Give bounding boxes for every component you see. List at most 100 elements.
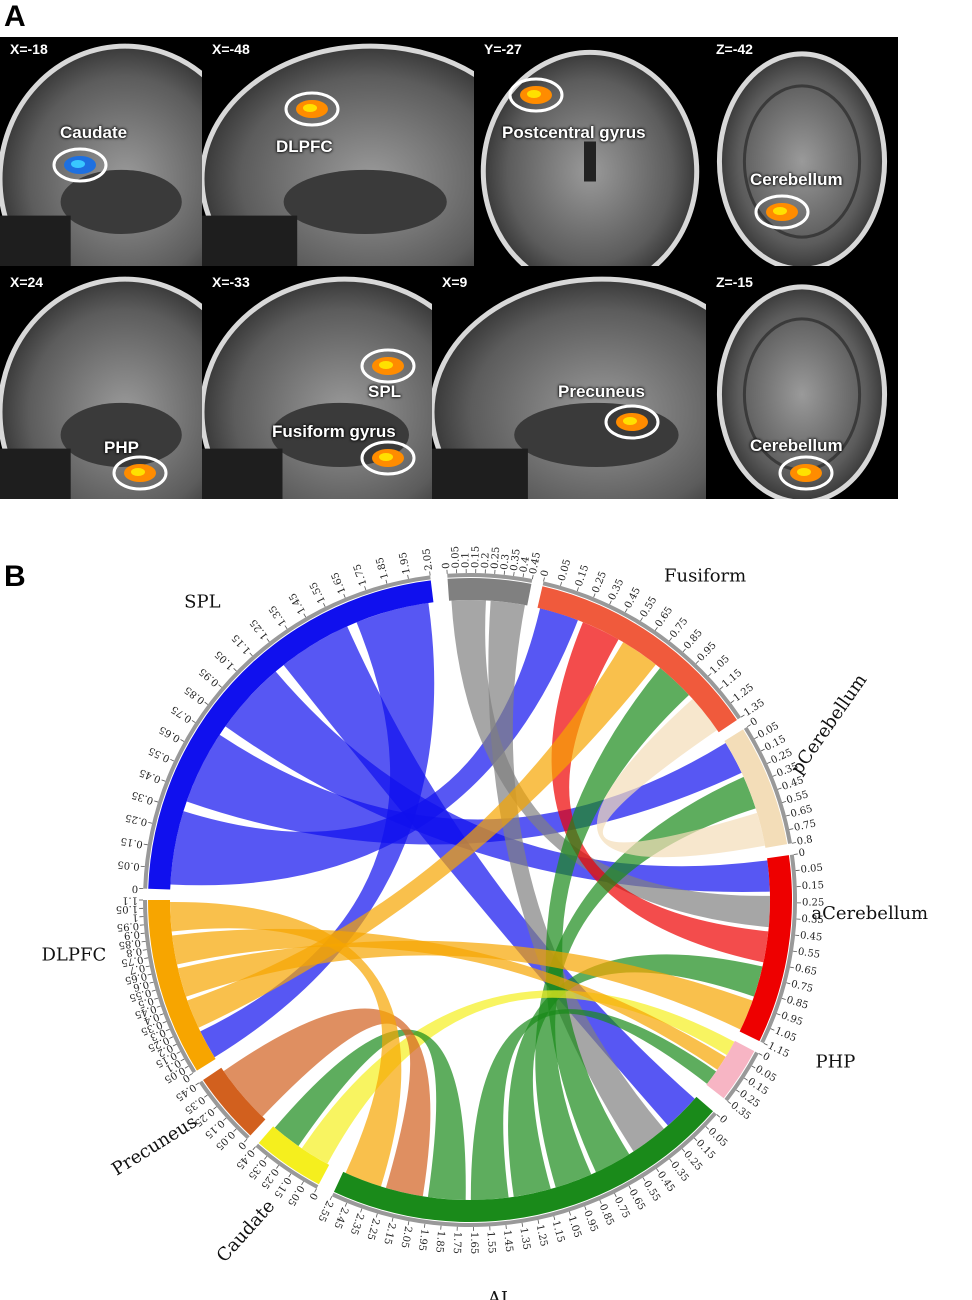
chord-ribbons xyxy=(170,600,770,1200)
tick-mark xyxy=(614,1193,617,1198)
segment-arc xyxy=(333,1096,714,1222)
chord-ribbon xyxy=(225,671,770,892)
chord-ribbon xyxy=(187,642,656,1028)
tick-mark xyxy=(642,1177,646,1182)
tick-mark xyxy=(537,1219,540,1224)
tick-label: 0.55 xyxy=(797,947,821,961)
tick-label: 1.05 xyxy=(708,653,732,676)
tick-mark xyxy=(719,686,724,690)
roi-circle xyxy=(778,455,834,491)
tick-label: 1.05 xyxy=(566,1215,583,1240)
tick-label: 1.35 xyxy=(742,697,767,719)
tick-label: 2.05 xyxy=(398,1225,413,1249)
tick-label: 0.2 xyxy=(480,552,492,568)
tick-label: 0.55 xyxy=(785,789,810,806)
tick-mark xyxy=(781,997,786,1000)
segment-label: Fusiform xyxy=(664,565,746,586)
tick-mark xyxy=(222,1117,227,1121)
tick-mark xyxy=(760,748,765,752)
tick-mark xyxy=(407,574,409,579)
panel-b-letter: B xyxy=(4,560,26,593)
tick-mark xyxy=(522,573,525,578)
segment-axis-band xyxy=(255,1143,319,1189)
tick-mark xyxy=(180,1058,185,1062)
tick-mark xyxy=(599,1199,602,1204)
tick-mark xyxy=(763,1042,768,1046)
tick-mark xyxy=(233,668,237,672)
segment-label: SPL xyxy=(184,592,220,613)
tick-mark xyxy=(669,637,673,642)
tick-label: 0.5 xyxy=(136,994,154,1009)
tick-mark xyxy=(252,1146,256,1151)
segment-label: DLPFC xyxy=(42,945,107,966)
tick-mark xyxy=(423,1223,426,1228)
brain-slice-image xyxy=(432,276,706,499)
tick-mark xyxy=(276,1164,280,1169)
tick-mark xyxy=(148,821,153,824)
chord-diagram: 00.050.10.150.20.250.30.350.40.45PG00.05… xyxy=(42,546,929,1300)
tick-label: 0 xyxy=(749,716,760,729)
tick-label: 0.75 xyxy=(120,953,144,968)
segment-axis-band xyxy=(198,1080,250,1140)
tick-mark xyxy=(343,593,346,598)
tick-label: 1.45 xyxy=(287,591,308,616)
slice-coordinate: Z=-15 xyxy=(716,274,753,290)
brain-slice-image xyxy=(0,276,202,499)
chord-ribbon xyxy=(200,602,435,1058)
tick-label: 0.65 xyxy=(627,1187,647,1212)
tick-mark xyxy=(792,950,797,953)
slice-coordinate: X=9 xyxy=(442,274,468,290)
tick-mark xyxy=(218,684,222,688)
tick-label: 0.45 xyxy=(528,551,543,575)
roi-circle xyxy=(360,440,416,476)
tick-label: 0.95 xyxy=(197,665,221,688)
tick-mark xyxy=(385,579,388,584)
tick-label: 1.55 xyxy=(485,1231,497,1254)
tick-mark xyxy=(532,575,534,580)
tick-label: 0.25 xyxy=(590,570,609,595)
tick-label: 2.45 xyxy=(331,1205,350,1230)
tick-mark xyxy=(727,1101,732,1105)
tick-mark xyxy=(344,1202,348,1207)
tick-label: 1.45 xyxy=(501,1229,514,1252)
region-label: DLPFC xyxy=(276,137,333,156)
tick-label: 0 xyxy=(441,562,452,569)
tick-mark xyxy=(204,701,209,705)
tick-mark xyxy=(786,982,791,985)
tick-label: 1.1 xyxy=(122,895,138,906)
tick-mark xyxy=(169,1036,174,1039)
tick-label: 2.35 xyxy=(348,1212,366,1237)
tick-label: 2.55 xyxy=(315,1199,334,1224)
tick-label: 0.75 xyxy=(668,616,690,640)
tick-mark xyxy=(682,648,686,653)
chord-ribbon xyxy=(223,1008,431,1197)
tick-label: 1.95 xyxy=(416,1228,430,1252)
tick-label: 0.9 xyxy=(123,928,140,941)
chord-ribbon xyxy=(596,698,766,858)
tick-label: 2.25 xyxy=(364,1217,381,1241)
segment-arc xyxy=(148,580,434,890)
tick-label: 0.85 xyxy=(118,937,141,951)
tick-mark xyxy=(730,700,735,704)
segment-arc xyxy=(447,578,532,606)
tick-label: 0.45 xyxy=(138,766,163,784)
tick-mark xyxy=(213,1106,217,1110)
segment-arc xyxy=(203,1067,266,1136)
tick-mark xyxy=(744,1077,748,1081)
tick-label: 0.3 xyxy=(499,553,512,570)
chord-ribbon xyxy=(470,1009,717,1200)
tick-label: 0.85 xyxy=(682,628,705,652)
tick-label: 0.15 xyxy=(574,564,592,589)
chord-ribbon xyxy=(545,667,689,1173)
tick-label: 0.05 xyxy=(450,546,462,569)
tick-mark xyxy=(154,997,159,1000)
tick-mark xyxy=(694,1137,698,1142)
tick-mark xyxy=(776,1013,781,1016)
tick-label: 0.45 xyxy=(799,930,822,943)
segment-arc xyxy=(724,729,788,848)
tick-mark xyxy=(576,587,579,592)
tick-label: 0.25 xyxy=(490,546,503,569)
region-label: Precuneus xyxy=(558,382,645,401)
segment-label: Caudate xyxy=(213,1196,280,1267)
